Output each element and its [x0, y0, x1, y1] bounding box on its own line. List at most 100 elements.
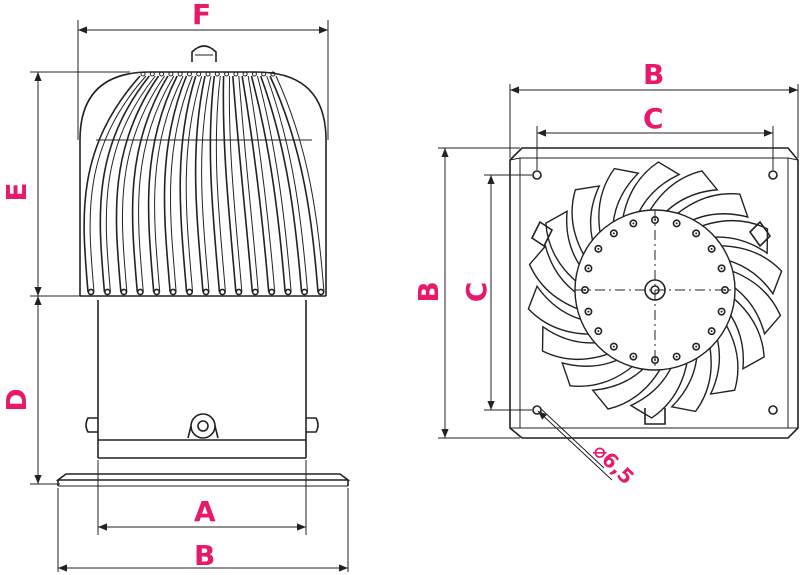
center-hole [650, 285, 660, 295]
rivet [214, 71, 220, 77]
rotor-tab [530, 220, 554, 248]
bolt-hole [594, 327, 603, 336]
rivet [205, 71, 211, 77]
rivet [270, 71, 276, 77]
bolt-hole [717, 264, 726, 273]
vane-edge [138, 75, 175, 293]
rivet [169, 288, 177, 296]
vane [259, 75, 303, 293]
hole-leader [537, 407, 613, 481]
rotor-tab [748, 220, 772, 248]
label-F: F [192, 0, 211, 31]
rivet [186, 71, 192, 77]
top-knob [191, 45, 217, 62]
bolt-hole-center [675, 222, 678, 225]
label-A: A [194, 495, 216, 528]
vane-edge [154, 75, 184, 293]
rivet [177, 71, 183, 77]
vane-edge [238, 75, 259, 293]
rivet [242, 71, 248, 77]
vane-edge [201, 75, 212, 293]
rivet [149, 71, 155, 77]
bolt-hole-center [675, 355, 678, 358]
vane-edge [256, 75, 292, 293]
bolt-hole-center [720, 267, 723, 270]
bolt-hole [609, 229, 618, 238]
top-view: B C B C ⌀6,5 [412, 58, 799, 489]
mounting-holes [532, 170, 778, 415]
bolt-hole-center [632, 222, 635, 225]
rivet [233, 71, 239, 77]
rivet [87, 288, 95, 296]
label-D: D [0, 388, 33, 411]
bolt-hole-center [632, 355, 635, 358]
vane [131, 75, 169, 293]
label-B-side: B [194, 539, 215, 572]
vane [209, 75, 221, 293]
rivet [168, 71, 174, 77]
bolt-hole-center [587, 310, 590, 313]
bolt-hole-center [612, 232, 615, 235]
vane [99, 75, 150, 293]
vane [232, 75, 254, 293]
rotor-blade [541, 325, 623, 361]
vane [179, 75, 197, 293]
bolt-hole-center [710, 330, 713, 333]
vane-edge [228, 75, 243, 293]
vane-edge [266, 75, 309, 293]
rivet [284, 288, 292, 296]
bolt-hole-center [612, 345, 615, 348]
rivet [104, 288, 111, 296]
rotor-blade [687, 219, 769, 255]
bolt-hole [717, 307, 726, 316]
bolt-hole [584, 264, 593, 273]
bolt-hole [594, 244, 603, 253]
rivet [268, 288, 276, 296]
vane [250, 75, 286, 293]
bolt-hole [609, 342, 618, 351]
vane [115, 75, 160, 293]
rivet [219, 288, 226, 296]
vane-edge [185, 75, 203, 293]
top-dimension-lines [441, 86, 798, 438]
label-B-top: B [643, 58, 664, 91]
vane [83, 75, 141, 293]
bolt-hole [629, 352, 638, 361]
rivet [136, 288, 144, 296]
turbine-head [79, 71, 327, 297]
vane [269, 75, 319, 293]
rivet [159, 71, 165, 77]
rotor-tab [644, 408, 666, 425]
label-B-vertical: B [412, 281, 445, 302]
bolt-hole [584, 307, 593, 316]
center-boss [644, 279, 666, 301]
rivet [120, 288, 128, 296]
square-plate [509, 147, 799, 439]
vane [241, 75, 270, 293]
rivet [317, 288, 325, 296]
vane-edge [247, 75, 276, 293]
head-outline [79, 71, 327, 296]
rivet [140, 71, 146, 77]
vane [147, 75, 178, 293]
rivet [202, 288, 210, 296]
rivet [235, 288, 243, 296]
bolt-hole [672, 352, 681, 361]
rivet [301, 288, 308, 296]
rivet [153, 288, 161, 296]
side-dimension-lines [34, 26, 348, 572]
pipe-collar [85, 300, 319, 459]
vane-edge [170, 75, 193, 293]
vane-edge [105, 75, 156, 293]
bolt-hole-center [695, 345, 698, 348]
bolt-hole-center [597, 247, 600, 250]
bolt-hole-center [695, 232, 698, 235]
bolt-hole [629, 219, 638, 228]
vane-edge [122, 75, 165, 293]
bolt-hole-center [710, 247, 713, 250]
rivet [251, 288, 259, 296]
side-extension-lines [30, 20, 349, 572]
rivet [261, 71, 267, 77]
vane-edge [275, 75, 325, 293]
